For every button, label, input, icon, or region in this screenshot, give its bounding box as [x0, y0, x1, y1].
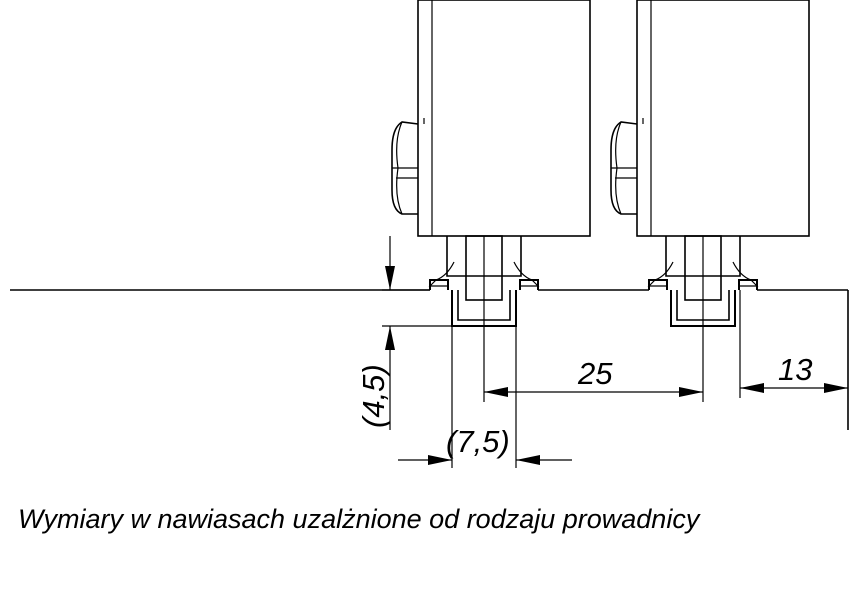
right-sliding-panel	[636, 0, 810, 237]
dimension-offset-height	[382, 236, 452, 430]
dimension-label-profile-width: (7,5)	[446, 424, 510, 459]
dimension-label-offset-height: (4,5)	[356, 364, 391, 428]
caption-note: Wymiary w nawiasach uzalżnione od rodzaj…	[18, 504, 700, 534]
dimension-label-spacing: 25	[577, 356, 613, 391]
left-sliding-panel	[417, 0, 591, 237]
right-roller-stem	[647, 235, 759, 301]
right-bolt-head	[610, 121, 638, 215]
left-roller-stem	[428, 235, 540, 301]
dimension-spacing	[483, 300, 704, 402]
dimension-label-edge-offset: 13	[778, 352, 812, 387]
mounting-surface	[10, 289, 849, 430]
left-bolt-head	[391, 121, 419, 215]
dimension-edge-offset	[739, 290, 848, 398]
dimension-profile-width	[398, 326, 572, 468]
